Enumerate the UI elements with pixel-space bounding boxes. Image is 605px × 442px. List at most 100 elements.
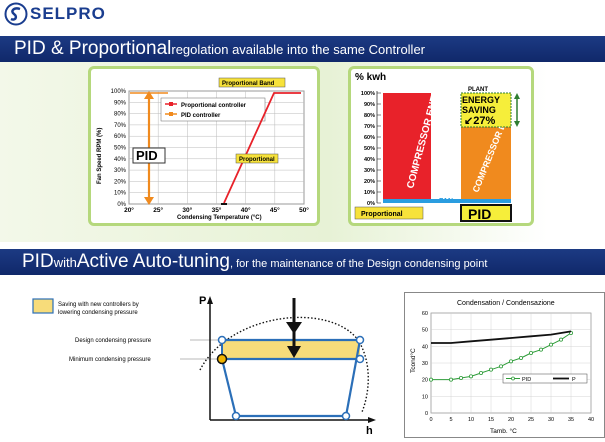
- saving-label2: SAVING: [462, 105, 496, 115]
- legend-proportional-label: Proportional controller: [181, 103, 247, 109]
- cond-point: [449, 377, 454, 382]
- ph-h-label: h: [366, 425, 373, 437]
- cond-ylabel: Tcond°C: [409, 348, 417, 373]
- cond-y-tick: 10: [422, 394, 428, 400]
- selpro-logo: SELPRO: [4, 2, 134, 26]
- fan-y-tick: 50%: [114, 146, 127, 152]
- fan-legend: [160, 97, 266, 122]
- banner-pid-proportional: PID & Proportional regolation available …: [0, 36, 605, 62]
- cond-xlabel: Tamb. °C: [490, 427, 517, 435]
- fan-x-tick: 20°: [124, 206, 134, 214]
- fan-y-tick: 90%: [114, 100, 127, 106]
- saving-value: ↙27%: [464, 115, 495, 127]
- energy-y-axis-label: % kwh: [355, 72, 386, 83]
- saving-arrow-up-icon: [514, 93, 520, 99]
- fan-y-tick: 60%: [114, 134, 127, 140]
- energy-y-tick: 60%: [364, 135, 375, 141]
- energy-y-tick: 70%: [364, 124, 375, 130]
- fan-y-tick: 10%: [114, 191, 127, 197]
- cond-x-tick: 20: [508, 417, 514, 423]
- banner1-title: PID & Proportional: [14, 38, 172, 59]
- cond-x-tick: 35: [568, 417, 574, 423]
- banner1-subtitle: regolation available into the same Contr…: [171, 42, 426, 57]
- saving-region: [460, 92, 512, 128]
- fan-x-ticks: 20°25°30°35°40°45°50°: [124, 206, 309, 214]
- cond-legend: [502, 373, 588, 384]
- cond-point: [509, 359, 514, 364]
- cond-point: [479, 371, 484, 376]
- fan-speed-chart: Fan Speed RPM (%) 0%10%20%30%40%50%60%70…: [97, 77, 309, 221]
- p-axis-arrow-icon: [207, 296, 213, 304]
- cond-x-tick: 5: [449, 417, 452, 423]
- energy-chart-panel: % kwh 0%10%20%30%40%50%60%70%80%90%100% …: [348, 66, 534, 226]
- cond-legend-pid-label: PID: [522, 377, 531, 383]
- cond-x-tick: 10: [468, 417, 474, 423]
- cond-point: [428, 377, 433, 382]
- cond-y-tick: 0: [425, 411, 428, 417]
- pid-arrow-up-icon: [144, 91, 154, 99]
- prop-band-label: Proportional Band: [222, 81, 275, 87]
- pid-badge: [132, 147, 166, 164]
- expansion-line: [220, 358, 238, 417]
- min-pressure-label: Minimum condensing pressure: [69, 357, 151, 363]
- cond-legend-p-label: P: [572, 377, 576, 383]
- fan-y-tick: 20%: [114, 179, 127, 185]
- fan-x-tick: 50°: [299, 206, 309, 214]
- pressure-drop-arrow-icon-top: [286, 322, 302, 334]
- ph-legend-swatch: [32, 298, 54, 314]
- cond-point: [489, 367, 494, 372]
- energy-y-tick: 80%: [364, 113, 375, 119]
- cond-y-tick: 20: [422, 378, 428, 384]
- plant-label: PLANT: [468, 87, 488, 93]
- saving-label1: ENERGY: [462, 95, 500, 105]
- pid-badge-label: PID: [136, 148, 158, 163]
- cycle-point: [355, 354, 365, 364]
- pid-arrow-down-icon: [144, 197, 154, 205]
- cond-x-tick: 0: [429, 417, 432, 423]
- fan-x-tick: 35°: [212, 206, 222, 214]
- condensation-chart-panel: Condensation / Condensazione Tcond°C Tam…: [404, 292, 605, 438]
- cond-y-tick: 50: [422, 328, 428, 334]
- ph-legend-text1: Saving with new controllers by: [58, 302, 139, 308]
- banner2-autotuning: Active Auto-tuning: [76, 251, 230, 272]
- energy-y-tick: 30%: [364, 168, 375, 174]
- cond-point: [529, 351, 534, 356]
- cond-legend-pid-marker: [511, 376, 515, 381]
- fan-label: FAN: [439, 198, 453, 205]
- energy-chart: % kwh 0%10%20%30%40%50%60%70%80%90%100% …: [354, 72, 520, 222]
- ph-diagram: Saving with new controllers by lowering …: [32, 295, 376, 437]
- h-axis-arrow-icon: [368, 417, 376, 423]
- design-pressure-label: Design condensing pressure: [75, 338, 152, 344]
- x-label-proportional-box: [354, 206, 424, 220]
- banner2-with: with: [53, 255, 77, 270]
- energy-y-tick: 40%: [364, 157, 375, 163]
- bar-proportional-compressor: [383, 93, 431, 199]
- energy-y-ticks: 0%10%20%30%40%50%60%70%80%90%100%: [361, 91, 381, 207]
- cond-y-tick: 30: [422, 361, 428, 367]
- energy-y-tick: 100%: [361, 91, 375, 97]
- fan-x-tick: 45°: [270, 206, 280, 214]
- energy-y-tick: 20%: [364, 179, 375, 185]
- banner2-pid: PID: [22, 251, 54, 272]
- energy-y-tick: 0%: [367, 201, 375, 207]
- fan-y-tick: 30%: [114, 168, 127, 174]
- cond-point: [469, 374, 474, 379]
- fan-y-tick: 70%: [114, 123, 127, 129]
- x-label-pid-box: [460, 204, 512, 222]
- brand-name: SELPRO: [30, 4, 106, 23]
- fan-y-tick: 100%: [111, 89, 127, 95]
- proportional-box: [235, 153, 279, 164]
- cycle-point: [341, 411, 351, 421]
- legend-pid-label: PID controller: [181, 113, 221, 119]
- fan-speed-chart-panel: Fan Speed RPM (%) 0%10%20%30%40%50%60%70…: [88, 66, 320, 226]
- cond-y-tick: 40: [422, 344, 428, 350]
- fan-x-axis-label: Condensing Temperature (°C): [177, 215, 262, 221]
- cycle-point: [217, 335, 227, 345]
- cond-point: [499, 364, 504, 369]
- legend-proportional-marker: [169, 102, 173, 106]
- banner-active-autotuning: PID with Active Auto-tuning, for the mai…: [0, 249, 605, 275]
- cycle-point: [231, 411, 241, 421]
- ph-legend-text2: lowering condensing pressure: [58, 310, 138, 316]
- cond-title: Condensation / Condensazione: [457, 300, 555, 307]
- fan-x-tick: 25°: [153, 206, 163, 214]
